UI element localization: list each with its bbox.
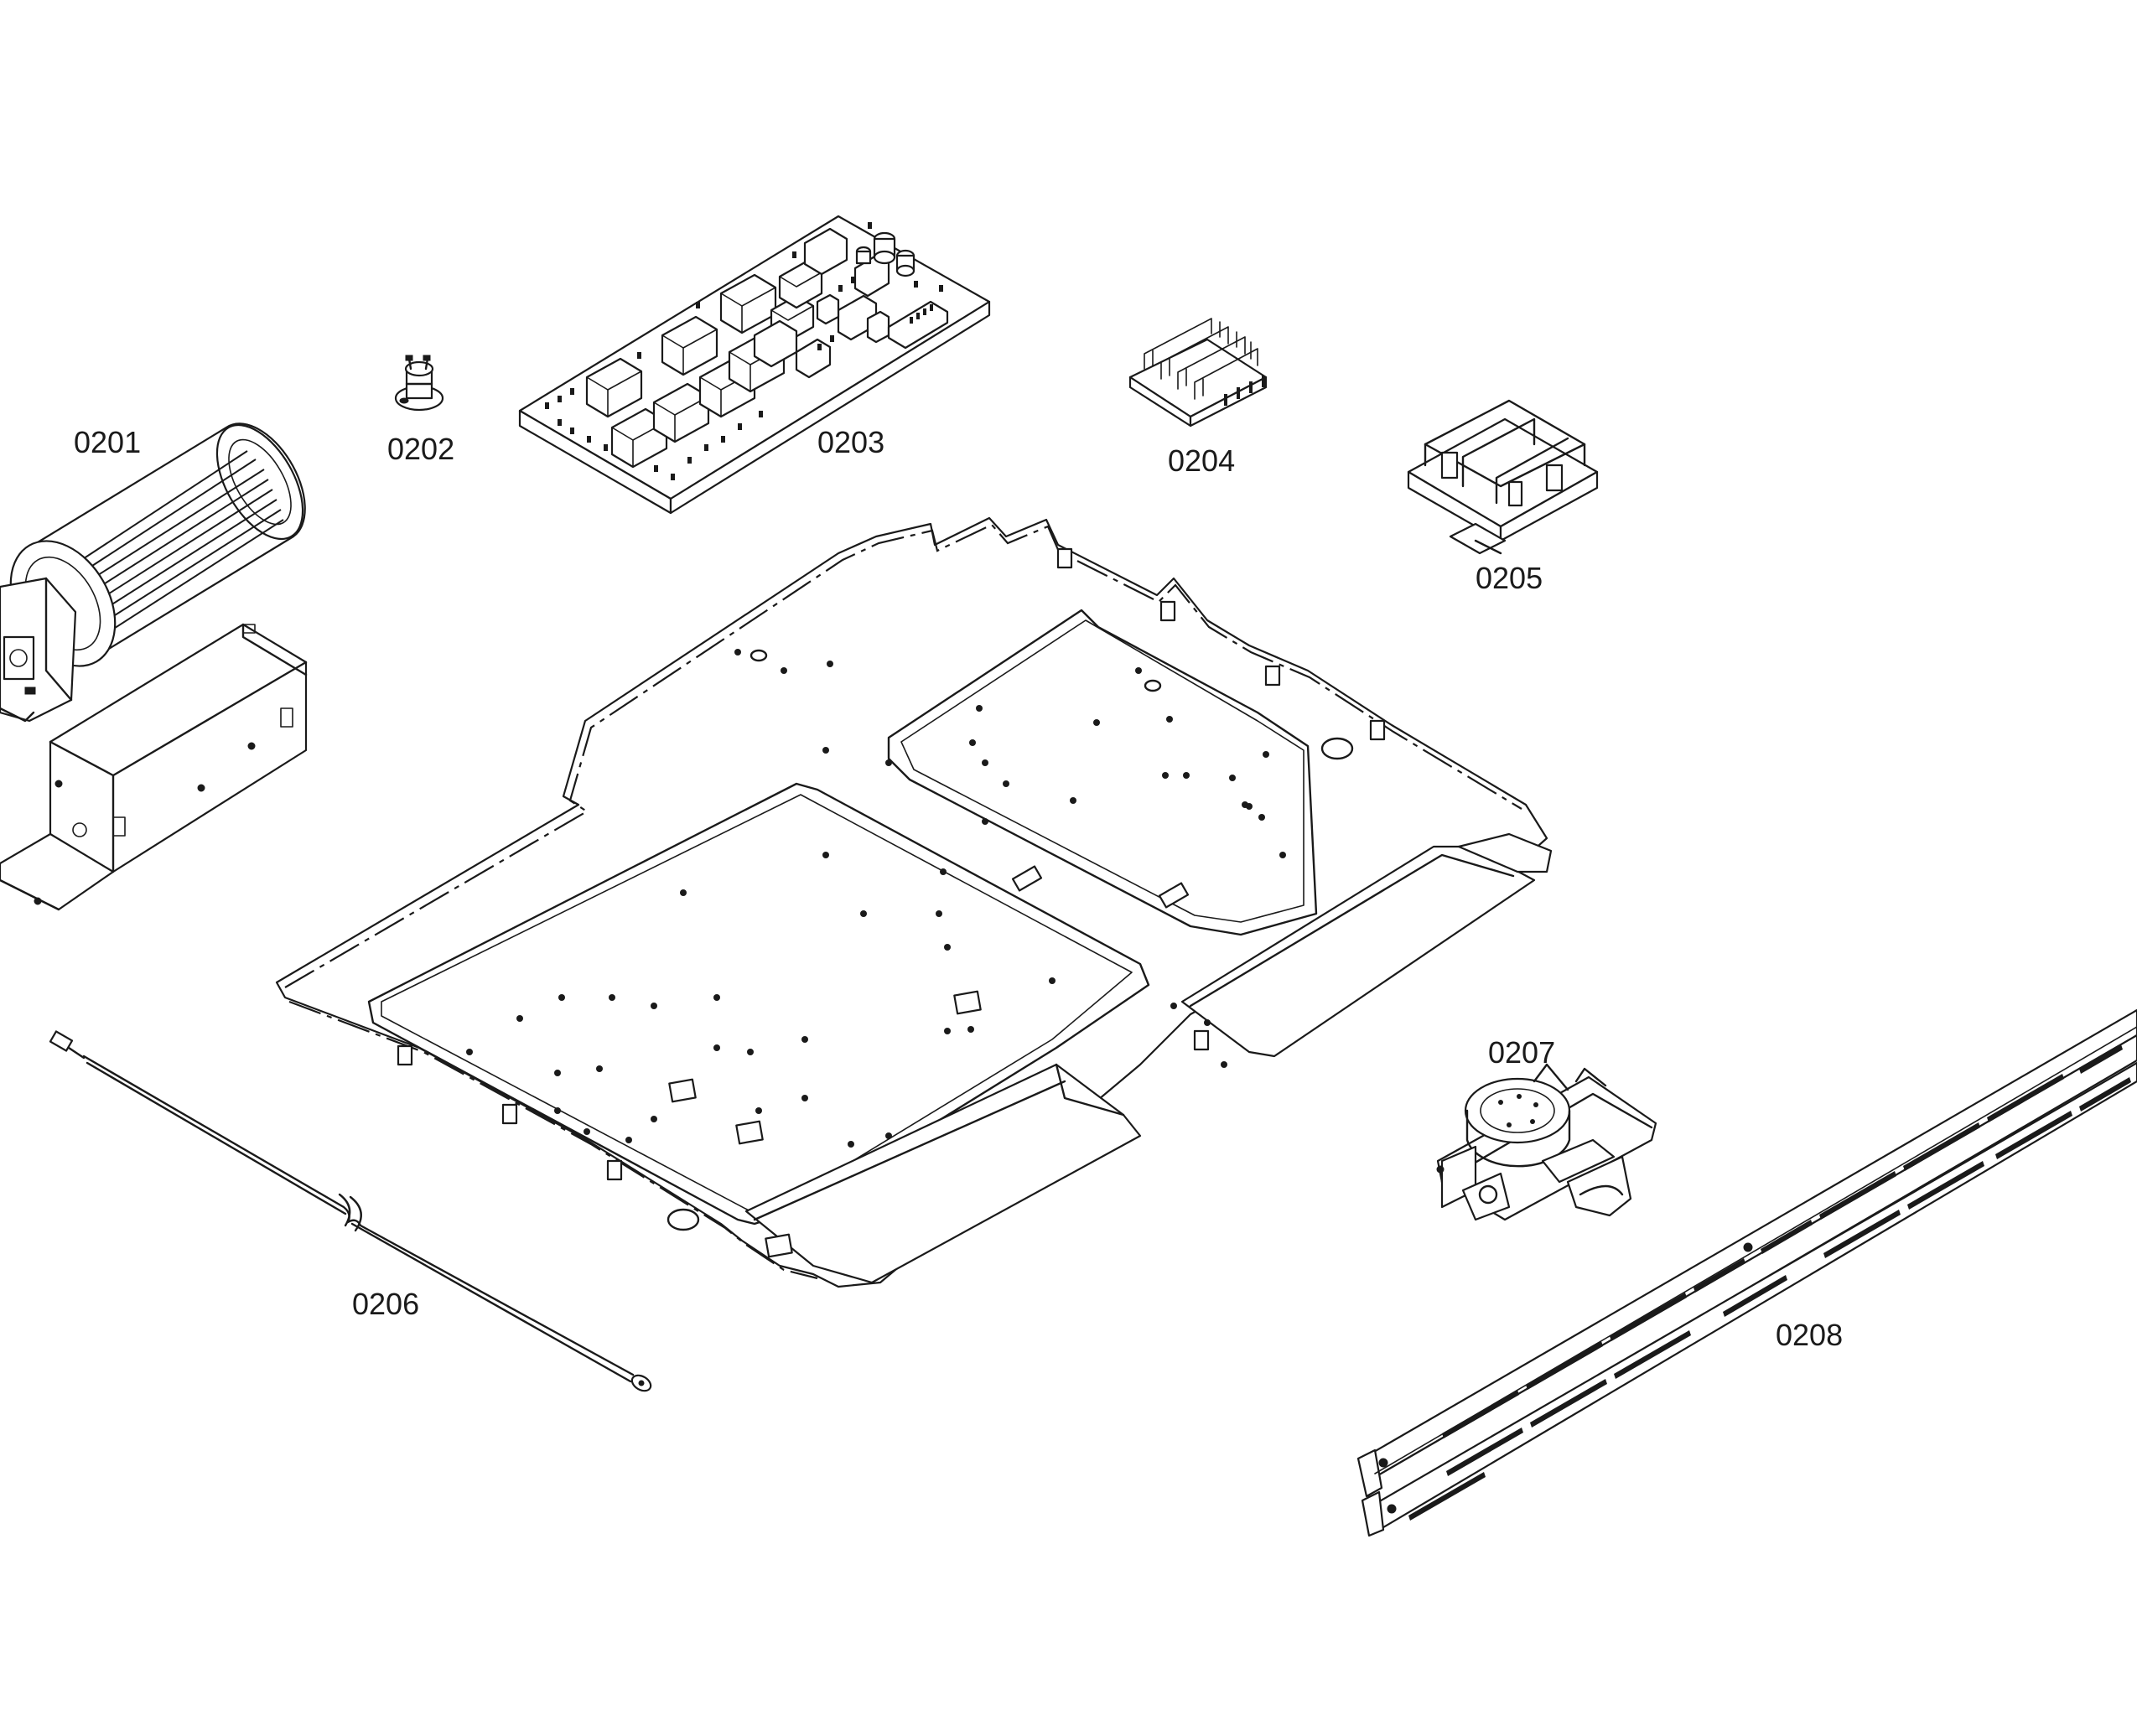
- part-0202-thermostat[interactable]: 0202: [387, 355, 454, 466]
- base-plate-holes: [466, 649, 1286, 1148]
- part-0201-tangential-fan[interactable]: 0201: [0, 411, 320, 911]
- part-0206-ground-wire[interactable]: 0206: [49, 1030, 653, 1393]
- label-0208: 0208: [1776, 1318, 1843, 1352]
- label-0207: 0207: [1488, 1035, 1555, 1070]
- label-0204: 0204: [1168, 443, 1235, 478]
- label-0205: 0205: [1476, 561, 1543, 595]
- socket-fins: [1144, 318, 1258, 400]
- rail-vent-slots: [1408, 1044, 2131, 1521]
- label-0203: 0203: [817, 425, 884, 459]
- board-components: [545, 222, 949, 480]
- base-plate: [275, 516, 1553, 1288]
- part-0208-vent-rail[interactable]: 0208: [1356, 1008, 2137, 1537]
- part-0203-control-board[interactable]: 0203: [518, 215, 991, 515]
- fan-motor: [0, 577, 77, 723]
- label-0206: 0206: [352, 1287, 419, 1321]
- part-0207-door-lock-motor[interactable]: 0207: [1436, 1035, 1657, 1221]
- label-0202: 0202: [387, 432, 454, 466]
- part-0205-connector-housing[interactable]: 0205: [1407, 399, 1599, 595]
- part-0204-relay-socket[interactable]: 0204: [1128, 318, 1268, 478]
- label-0201: 0201: [74, 425, 141, 459]
- fan-bracket: [0, 623, 308, 911]
